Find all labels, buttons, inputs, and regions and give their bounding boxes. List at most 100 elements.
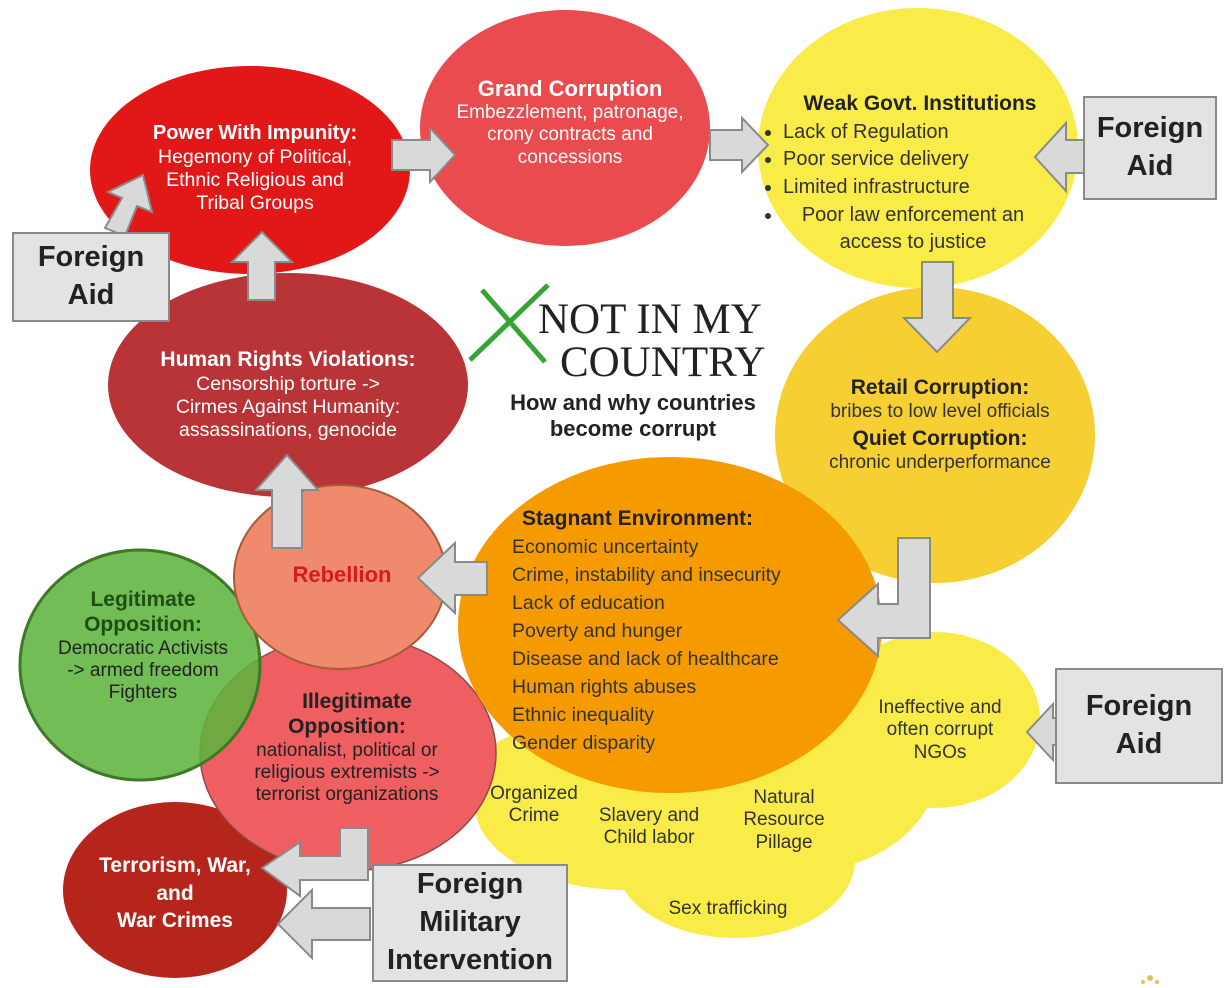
- arrow-illegit-to-terror: [260, 827, 369, 898]
- legit-title-2: Opposition:: [84, 612, 202, 636]
- legitimate-opposition-text: Legitimate Opposition: Democratic Activi…: [38, 588, 248, 705]
- ngo-line: NGOs: [913, 741, 967, 763]
- stagnant-item: Disease and lack of healthcare: [512, 648, 779, 671]
- foreign-aid-box-bottom-right: Foreign Aid: [1055, 668, 1223, 784]
- grand-line: crony contracts and: [487, 124, 653, 146]
- illegit-title-2: Opposition:: [288, 714, 406, 738]
- retail-corruption-circle: [775, 287, 1095, 583]
- power-impunity-text: Power With Impunity: Hegemony of Politic…: [110, 122, 400, 215]
- sex-trafficking-text: Sex trafficking: [668, 898, 788, 919]
- arrow-military-to-terror: [276, 887, 371, 961]
- stagnant-item: Human rights abuses: [512, 676, 697, 699]
- logo: NOT IN MY COUNTRY: [538, 298, 765, 384]
- arrow-power-to-grand: [391, 125, 457, 185]
- weak-item: Lack of Regulation: [783, 119, 1075, 147]
- logo-line-1: NOT IN MY: [538, 296, 762, 343]
- natural-resource-text: Natural Resource Pillage: [728, 787, 840, 854]
- subtitle-line-1: How and why countries: [510, 390, 756, 415]
- ngo-text: Ineffective and often corrupt NGOs: [860, 697, 1020, 764]
- power-line: Ethnic Religious and: [166, 168, 344, 191]
- quiet-title: Quiet Corruption:: [852, 427, 1028, 451]
- rebellion-label: Rebellion: [292, 562, 392, 587]
- organized-line: Crime: [508, 805, 560, 827]
- power-title: Power With Impunity:: [152, 122, 358, 144]
- human-line: assassinations, genocide: [179, 418, 397, 441]
- retail-corruption-text: Retail Corruption: bribes to low level o…: [790, 376, 1090, 474]
- illegitimate-opposition-text: Illegitimate Opposition: nationalist, po…: [222, 690, 472, 807]
- slavery-line: Slavery and: [598, 805, 700, 826]
- power-line: Tribal Groups: [196, 191, 314, 214]
- weak-item: Poor law enforcement an access to justic…: [783, 202, 1043, 257]
- legitimate-opposition-circle: [18, 548, 262, 782]
- arrow-weak-to-retail: [901, 261, 973, 354]
- legit-title-1: Legitimate: [90, 588, 196, 611]
- terrorism-text: Terrorism, War, and War Crimes: [75, 852, 275, 935]
- stagnant-item: Gender disparity: [512, 732, 656, 755]
- arrow-aid-to-power: [103, 173, 154, 238]
- stagnant-item: Poverty and hunger: [512, 620, 683, 642]
- grand-corruption-text: Grand Corruption Embezzlement, patronage…: [425, 76, 715, 169]
- stagnant-item: Crime, instability and insecurity: [512, 563, 781, 586]
- arrow-grand-to-weak: [709, 115, 770, 175]
- weak-govt-circle: [758, 8, 1078, 288]
- logo-line-2: COUNTRY: [560, 339, 766, 386]
- stagnant-item: Lack of education: [512, 591, 665, 614]
- terror-line: War Crimes: [117, 909, 233, 933]
- stagnant-environment-circle: [458, 457, 882, 793]
- foreign-military-intervention-box: Foreign Military Intervention: [372, 864, 568, 982]
- grand-corruption-circle: [420, 10, 710, 246]
- arrow-stagnant-to-rebellion: [416, 540, 488, 616]
- slavery-line: Child labor: [603, 827, 695, 849]
- legit-line: Fighters: [108, 682, 178, 704]
- arrow-human-to-power: [229, 230, 295, 301]
- check-mark-icon: [468, 283, 550, 364]
- terror-line: and: [156, 881, 194, 905]
- stagnant-environment-text: Stagnant Environment: Economic uncertain…: [512, 507, 842, 757]
- arrow-aid-to-weak: [1033, 120, 1086, 194]
- illegit-line: religious extremists ->: [254, 761, 440, 783]
- stagnant-item: Ethnic inequality: [512, 704, 655, 727]
- decorative-mark-icon: [1141, 975, 1159, 984]
- natural-line: Natural: [753, 787, 815, 808]
- slavery-text: Slavery and Child labor: [582, 805, 716, 850]
- weak-title: Weak Govt. Institutions: [803, 92, 1037, 115]
- arrow-rebellion-to-human: [253, 453, 321, 549]
- natural-line: Pillage: [755, 831, 813, 853]
- ngo-line: often corrupt: [886, 719, 994, 741]
- legit-line: -> armed freedom: [67, 659, 219, 681]
- human-line: Censorship torture ->: [196, 372, 380, 395]
- quiet-line: chronic underperformance: [829, 451, 1051, 473]
- grand-line: Embezzlement, patronage,: [456, 101, 684, 123]
- illegit-line: terrorist organizations: [255, 784, 439, 806]
- grand-line: concessions: [517, 146, 623, 168]
- power-impunity-circle: [90, 66, 410, 274]
- subtitle: How and why countries become corrupt: [478, 390, 788, 442]
- subtitle-line-2: become corrupt: [549, 415, 717, 441]
- illegit-title-1: Illegitimate: [302, 690, 412, 713]
- grand-title: Grand Corruption: [477, 76, 663, 101]
- retail-line: bribes to low level officials: [830, 400, 1050, 422]
- human-line: Cirmes Against Humanity:: [175, 395, 401, 418]
- organized-crime-text: Organized Crime: [476, 783, 592, 828]
- weak-govt-text: Weak Govt. Institutions Lack of Regulati…: [765, 92, 1075, 257]
- human-rights-circle: [108, 273, 468, 497]
- human-title: Human Rights Violations:: [160, 348, 416, 371]
- terrorism-circle: [63, 802, 287, 978]
- arrow-retail-to-stagnant: [836, 537, 931, 659]
- weak-item: Poor service delivery: [783, 146, 1075, 174]
- weak-item: Limited infrastructure: [783, 174, 1075, 202]
- power-line: Hegemony of Political,: [157, 145, 352, 168]
- stagnant-item: Economic uncertainty: [512, 535, 699, 558]
- retail-title: Retail Corruption:: [850, 376, 1030, 399]
- foreign-aid-box-top-right: Foreign Aid: [1083, 96, 1217, 200]
- human-rights-text: Human Rights Violations: Censorship tort…: [128, 348, 448, 442]
- stagnant-title: Stagnant Environment:: [522, 507, 754, 530]
- ngo-line: Ineffective and: [878, 697, 1002, 718]
- illegit-line: nationalist, political or: [256, 739, 438, 761]
- foreign-aid-box-left: Foreign Aid: [12, 232, 170, 322]
- legit-line: Democratic Activists: [58, 637, 228, 659]
- organized-line: Organized: [490, 783, 578, 804]
- natural-line: Resource: [743, 809, 825, 831]
- terror-line: Terrorism, War,: [99, 854, 251, 877]
